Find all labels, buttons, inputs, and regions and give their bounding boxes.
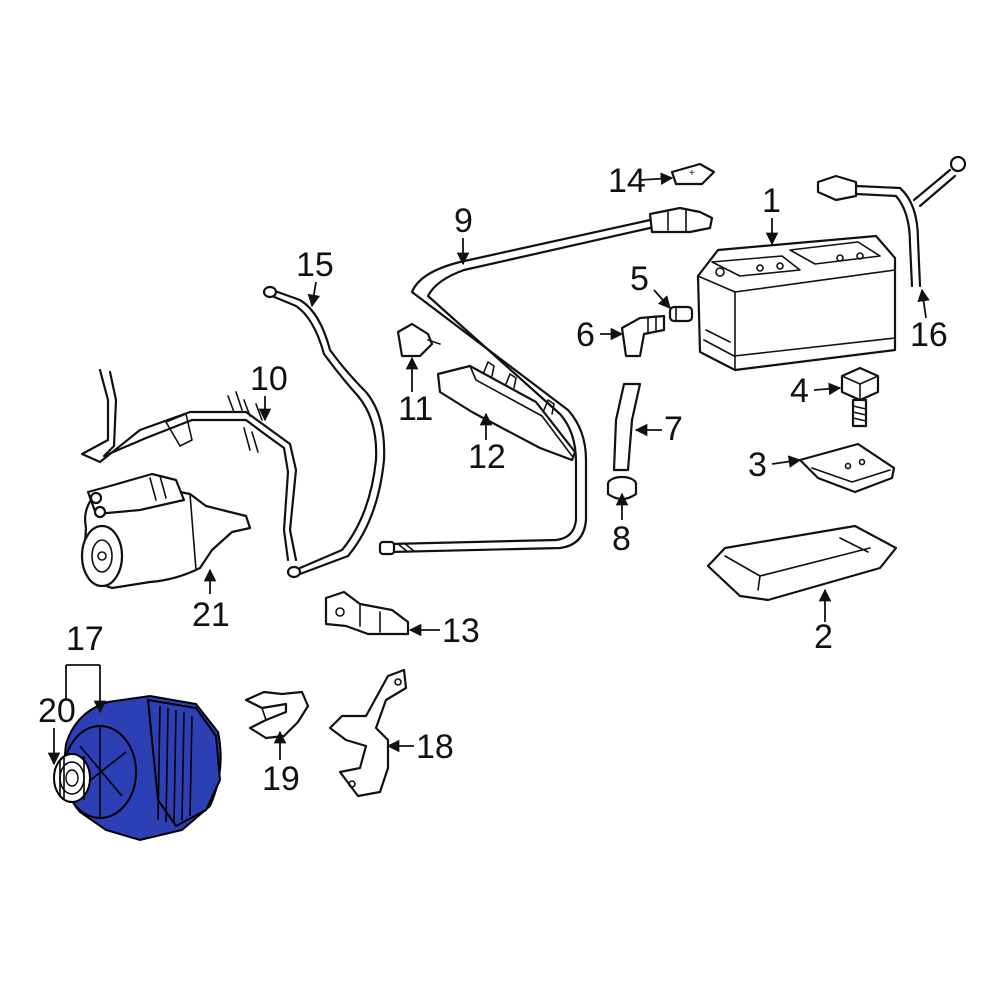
callout-labels: 1 2 3 4 5 6 7 8 9 10 11 12 13 14 15 16 1…	[38, 162, 948, 798]
callout-3: 3	[748, 446, 767, 484]
callout-19: 19	[262, 760, 300, 798]
part-alternator[interactable]	[53, 694, 222, 842]
part-vent-fitting[interactable]	[668, 305, 694, 323]
callout-6: 6	[576, 316, 595, 354]
part-starter-motor[interactable]	[80, 472, 252, 590]
callout-11: 11	[398, 390, 433, 428]
callout-9: 9	[454, 202, 473, 240]
part-wiring-harness[interactable]	[80, 368, 298, 562]
part-bolt[interactable]	[840, 366, 880, 428]
part-clamp[interactable]	[244, 690, 310, 740]
part-battery-cable[interactable]	[378, 206, 714, 556]
callout-15: 15	[296, 246, 334, 284]
callout-21: 21	[192, 596, 230, 634]
callout-20: 20	[38, 692, 76, 730]
callout-1: 1	[762, 182, 781, 220]
part-battery-tray[interactable]	[706, 524, 898, 602]
callout-12: 12	[468, 438, 506, 476]
leader-lines	[47, 172, 930, 766]
part-positive-cable[interactable]	[816, 155, 967, 288]
terminal-plus-marking: +	[689, 168, 695, 179]
callout-17: 17	[66, 620, 104, 658]
part-hold-down-bracket[interactable]	[798, 442, 896, 494]
callout-16: 16	[910, 316, 948, 354]
callout-4: 4	[790, 372, 809, 410]
callout-5: 5	[630, 260, 649, 298]
callout-18: 18	[416, 728, 454, 766]
part-mounting-bracket[interactable]	[324, 590, 410, 636]
part-ground-cable[interactable]	[262, 285, 386, 579]
part-terminal-clip[interactable]: +	[670, 162, 716, 186]
part-junction-box[interactable]	[436, 361, 577, 462]
callout-14: 14	[608, 162, 646, 200]
part-terminal-cover[interactable]	[396, 322, 441, 358]
part-alternator-bracket[interactable]	[328, 668, 408, 798]
callout-10: 10	[250, 360, 288, 398]
part-battery[interactable]	[696, 234, 897, 372]
part-vent-hose[interactable]	[612, 382, 642, 472]
callout-2: 2	[814, 618, 833, 656]
callout-13: 13	[442, 612, 480, 650]
callout-7: 7	[664, 410, 683, 448]
part-vent-elbow[interactable]	[620, 314, 666, 358]
callout-8: 8	[612, 520, 631, 558]
